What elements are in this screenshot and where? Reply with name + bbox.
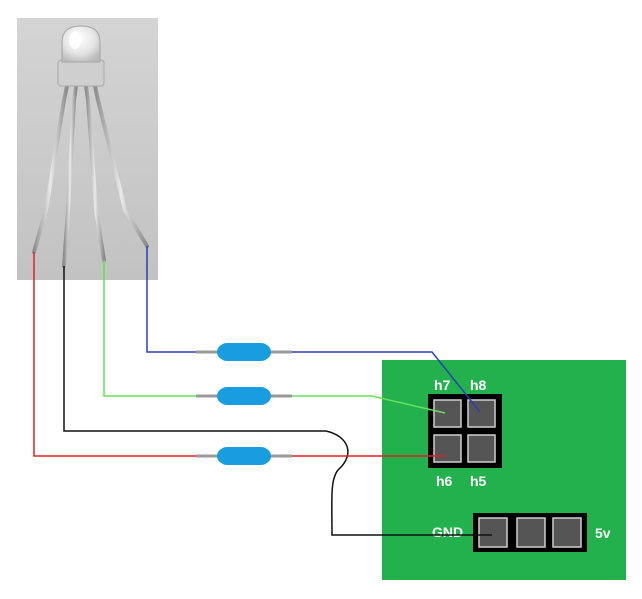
led-body: [57, 25, 105, 87]
wire-red: [33, 252, 445, 457]
label-h5: h5: [470, 473, 487, 489]
led-leg-black: [62, 84, 78, 268]
pin-middle[interactable]: [516, 517, 546, 548]
pin-gnd[interactable]: [478, 517, 508, 548]
header-3-pin: [473, 513, 587, 552]
resistors: [196, 343, 292, 465]
label-h8: h8: [470, 377, 487, 393]
header-4-pin: [428, 394, 502, 468]
pin-5v[interactable]: [552, 517, 582, 548]
pin-h5[interactable]: [467, 434, 496, 463]
pin-h7[interactable]: [433, 399, 462, 428]
led-legs: [32, 84, 149, 268]
label-h6: h6: [436, 473, 453, 489]
pin-h8[interactable]: [467, 399, 496, 428]
label-gnd: GND: [432, 524, 463, 540]
resistor-green-line: [196, 387, 292, 405]
led-dome: [61, 25, 101, 63]
pin-h6[interactable]: [433, 434, 462, 463]
led-leg-red: [32, 84, 69, 254]
label-h7: h7: [434, 377, 451, 393]
rgb-led-photo: [17, 18, 158, 280]
resistor-red-line: [196, 447, 292, 465]
resistor-blue-line: [196, 343, 292, 361]
led-leg-blue: [93, 84, 149, 248]
led-leg-green: [84, 84, 106, 262]
wire-black: [63, 266, 492, 536]
label-5v: 5v: [595, 525, 611, 541]
